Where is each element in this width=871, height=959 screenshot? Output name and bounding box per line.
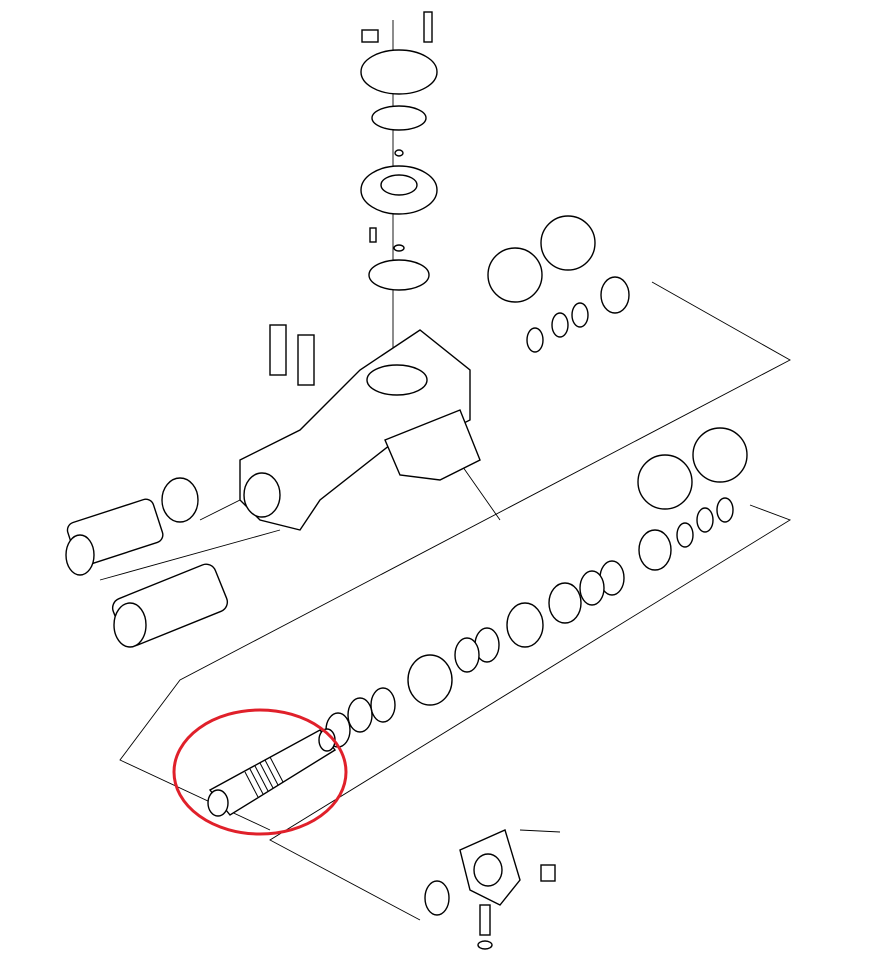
main-frame	[239, 324, 481, 531]
sleeve	[548, 582, 582, 624]
gasket	[368, 259, 430, 291]
bottom-bracket	[424, 829, 556, 950]
fitting	[361, 29, 379, 43]
piston	[207, 728, 337, 817]
seal-rings	[325, 276, 734, 748]
seal-holder	[600, 276, 630, 314]
top-cover-assembly	[360, 11, 438, 291]
bushing	[161, 477, 199, 523]
pin	[269, 324, 287, 376]
pin	[297, 334, 315, 386]
highlight-ellipse	[172, 708, 348, 836]
valve-sleeve	[506, 602, 544, 648]
diaphragm	[371, 105, 427, 131]
left-parts	[65, 477, 229, 648]
top-cover	[360, 49, 438, 95]
rear-bushing	[638, 529, 672, 571]
bolt	[423, 11, 433, 43]
detail-callouts	[487, 215, 748, 510]
ring-gland	[407, 654, 453, 706]
